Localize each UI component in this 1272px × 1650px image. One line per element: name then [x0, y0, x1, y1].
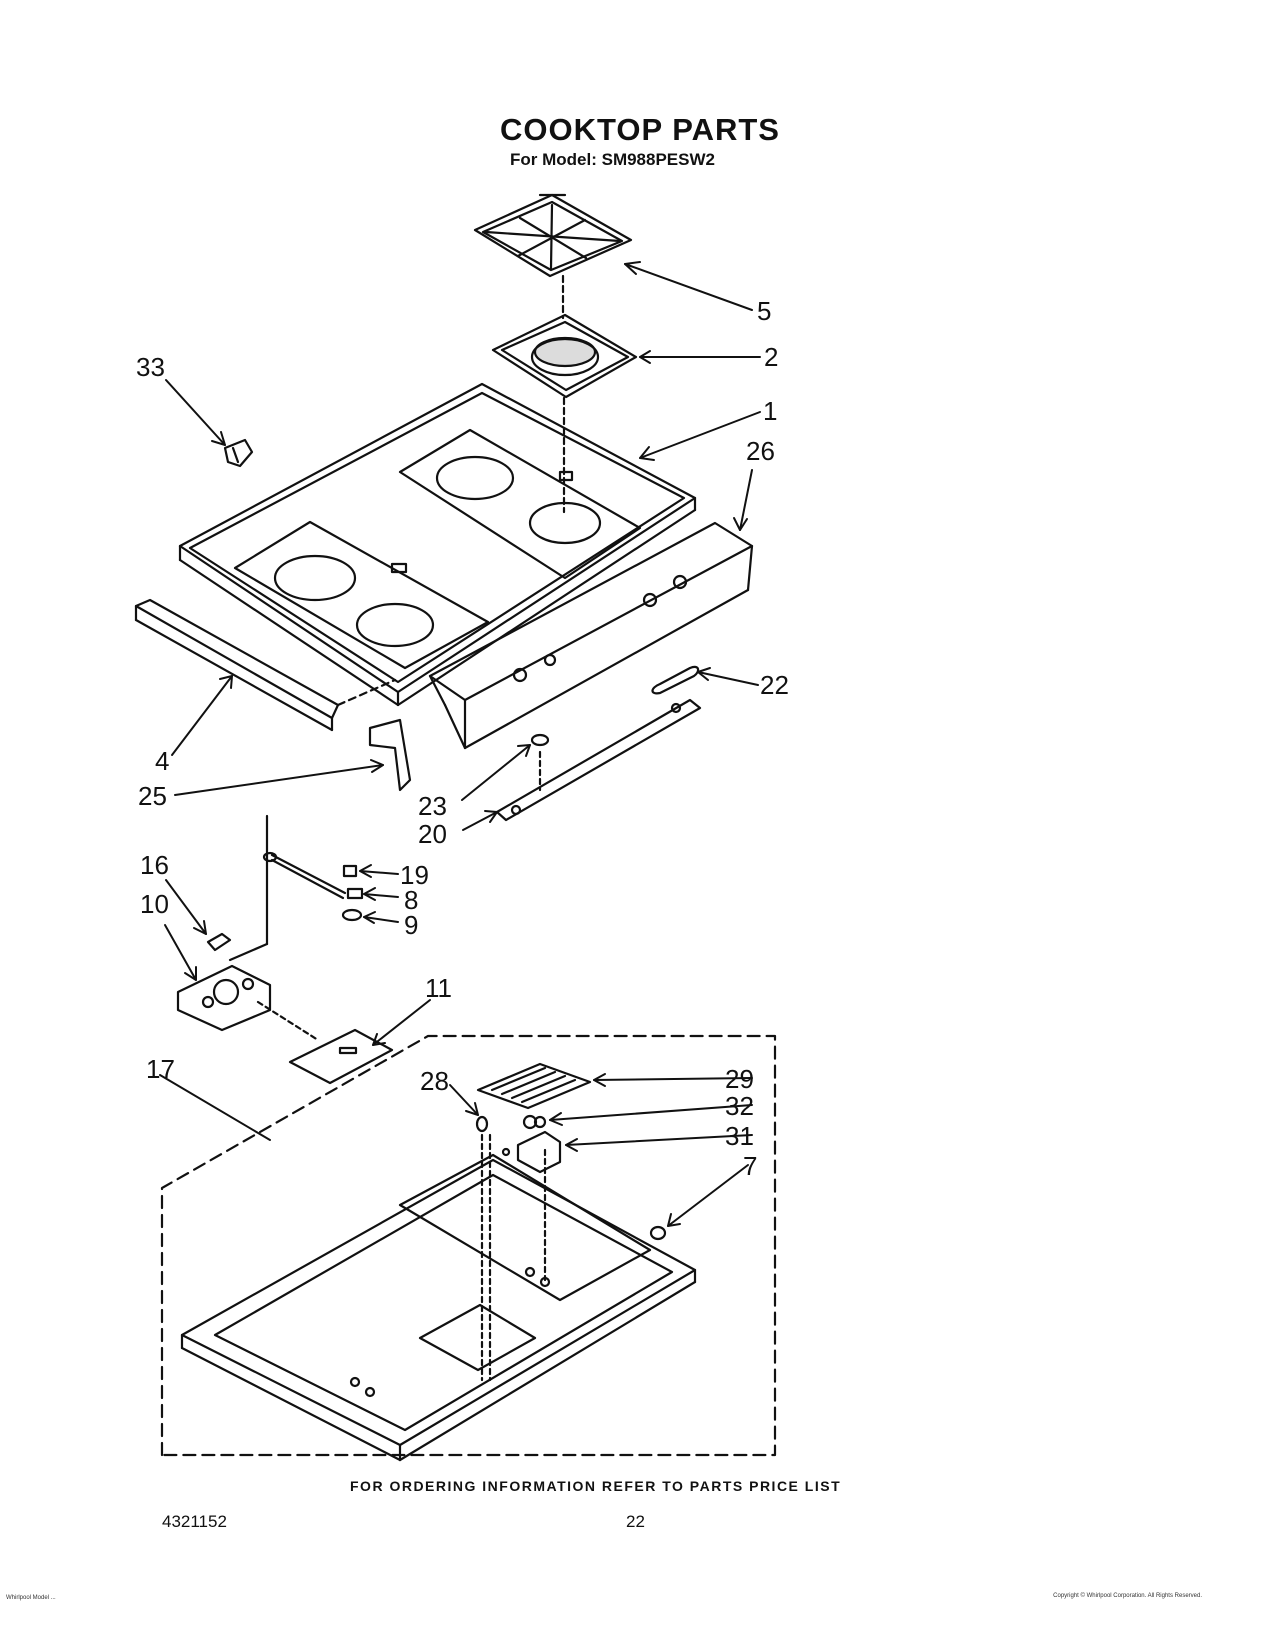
document-number: 4321152 — [162, 1512, 227, 1531]
part-front-trim — [134, 598, 340, 732]
callout-32: 32 — [725, 1091, 754, 1121]
part-vent-grille — [476, 1062, 592, 1110]
fine-print-left: Whirlpool Model ... — [6, 1595, 56, 1601]
callout-9: 9 — [404, 910, 418, 940]
part-spring — [206, 932, 232, 952]
part-manifold-panel — [428, 521, 754, 750]
callout-19: 19 — [400, 860, 429, 890]
callout-16: 16 — [140, 850, 169, 880]
callout-28: 28 — [420, 1066, 449, 1096]
callout-2: 2 — [764, 342, 778, 372]
callout-1: 1 — [763, 396, 777, 426]
fine-print-right: Copyright © Whirlpool Corporation. All R… — [1053, 1593, 1202, 1599]
part-side-bracket — [368, 718, 412, 792]
leader-lines — [159, 261, 761, 1227]
part-screw-28 — [475, 1115, 489, 1133]
page-title: COOKTOP PARTS — [500, 112, 780, 147]
callout-10: 10 — [140, 889, 169, 919]
part-clip — [651, 665, 700, 695]
part-bracket-31 — [501, 1130, 562, 1174]
page-number: 22 — [626, 1512, 645, 1531]
part-burner-grate — [473, 193, 633, 278]
callout-25: 25 — [138, 781, 167, 811]
callout-22: 22 — [760, 670, 789, 700]
callout-20: 20 — [418, 819, 447, 849]
part-valve-assembly — [176, 964, 272, 1032]
part-clip-32 — [522, 1114, 547, 1130]
model-subtitle: For Model: SM988PESW2 — [510, 150, 715, 169]
callout-26: 26 — [746, 436, 775, 466]
part-nut-7 — [649, 1225, 667, 1241]
ordering-note: FOR ORDERING INFORMATION REFER TO PARTS … — [350, 1478, 842, 1494]
callout-29: 29 — [725, 1064, 754, 1094]
callout-33: 33 — [136, 352, 165, 382]
callout-23: 23 — [418, 791, 447, 821]
callout-7: 7 — [743, 1151, 757, 1181]
part-drip-bowl — [491, 313, 638, 399]
part-burner-box — [180, 1153, 697, 1462]
part-cooktop — [178, 382, 697, 707]
callout-31: 31 — [725, 1121, 754, 1151]
callout-5: 5 — [757, 296, 771, 326]
callout-8: 8 — [404, 885, 418, 915]
callout-11: 11 — [425, 973, 452, 1003]
callout-17: 17 — [146, 1054, 175, 1084]
part-mounting-plate — [288, 1028, 394, 1085]
part-bracket — [495, 698, 702, 822]
callout-4: 4 — [155, 746, 169, 776]
part-thermocouple — [228, 814, 364, 962]
callout-labels: 5 2 1 26 33 22 4 25 23 20 19 8 9 16 10 1… — [136, 296, 789, 1181]
part-knob — [223, 438, 254, 468]
part-grommet — [530, 733, 550, 747]
